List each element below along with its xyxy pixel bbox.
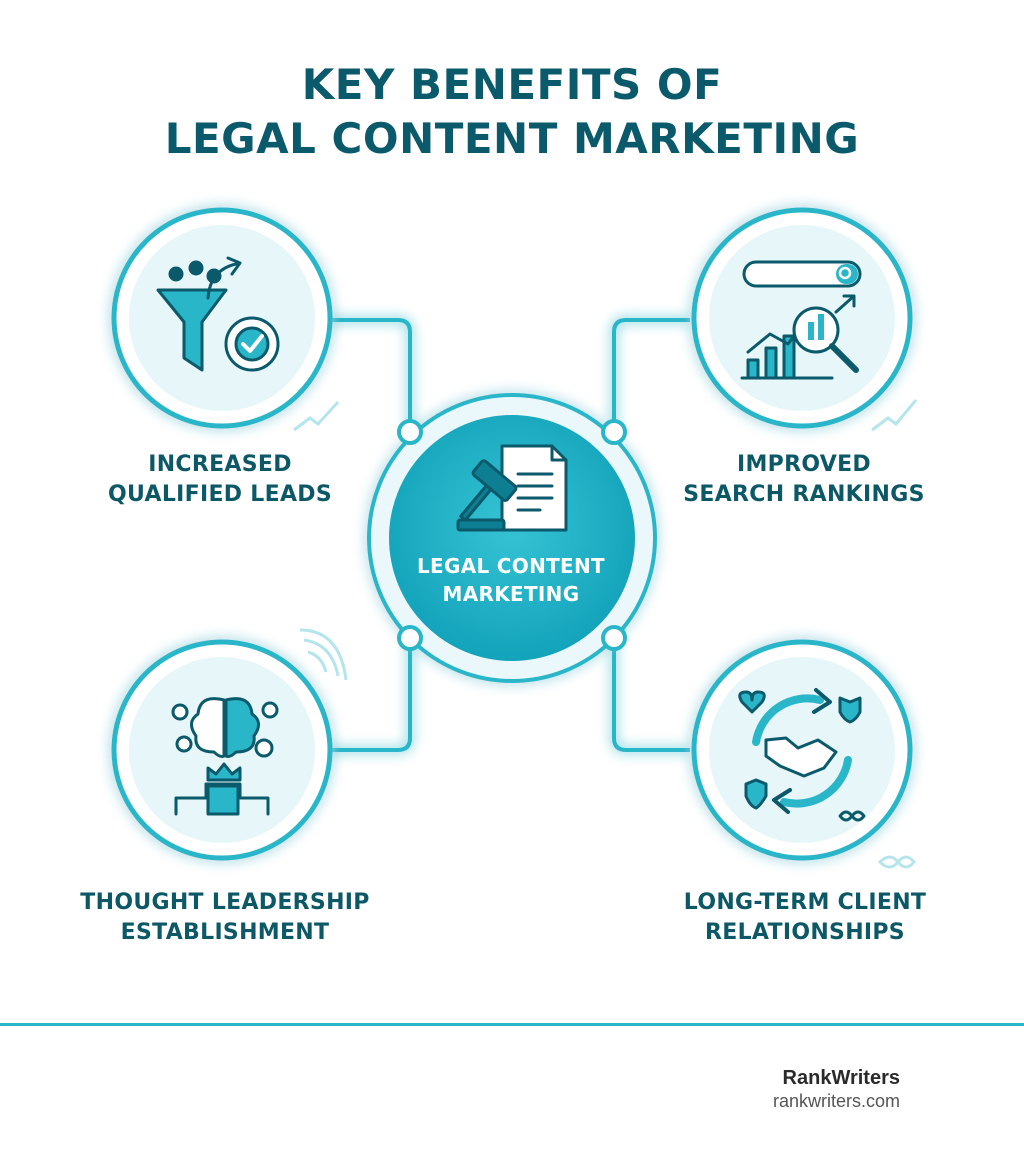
connector-bottom-left: [325, 638, 412, 752]
connector-top-right: [612, 318, 690, 432]
footer-divider: [0, 1023, 1024, 1026]
benefit-label-search-rankings: IMPROVED SEARCH RANKINGS: [654, 450, 954, 510]
infinity-icon: [877, 855, 916, 869]
connector-bottom-right: [612, 638, 690, 752]
funnel-target-icon: [156, 256, 280, 372]
search-chart-icon: [740, 260, 862, 380]
handshake-cycle-icon: [738, 688, 866, 822]
title-line-2: LEGAL CONTENT MARKETING: [164, 114, 860, 163]
hub-label-line-1: LEGAL CONTENT: [416, 554, 605, 578]
trend-arrow-icon: [293, 400, 340, 432]
benefit-label-line: ESTABLISHMENT: [120, 920, 330, 945]
benefit-label-line: THOUGHT LEADERSHIP: [80, 890, 370, 915]
hub-label: LEGAL CONTENT MARKETING: [380, 552, 642, 608]
benefit-label-line: SEARCH RANKINGS: [683, 482, 925, 507]
junction-dot: [397, 625, 423, 651]
node-thought-leadership: [111, 628, 348, 861]
brand-name: RankWriters: [782, 1067, 900, 1089]
page-title: KEY BENEFITS OF LEGAL CONTENT MARKETING: [0, 58, 1024, 166]
node-client-relationships: [691, 639, 916, 869]
brain-crown-icon: [171, 697, 279, 816]
hub-node: [367, 393, 657, 683]
junction-dot: [601, 625, 627, 651]
benefit-label-line: RELATIONSHIPS: [705, 920, 905, 945]
trend-arrow-icon: [871, 399, 918, 432]
brand-block: RankWriters rankwriters.com: [773, 1066, 900, 1112]
benefit-label-line: IMPROVED: [737, 452, 871, 477]
benefit-label-qualified-leads: INCREASED QUALIFIED LEADS: [70, 450, 370, 510]
connector-top-left: [325, 318, 412, 432]
junction-dot: [601, 419, 627, 445]
benefit-label-line: QUALIFIED LEADS: [108, 482, 332, 507]
connector-lines: [325, 318, 690, 752]
node-search-rankings: [691, 207, 918, 432]
junction-dot: [397, 419, 423, 445]
benefit-label-line: LONG-TERM CLIENT: [683, 890, 927, 915]
gavel-document-icon: [456, 444, 568, 532]
benefit-label-line: INCREASED: [148, 452, 292, 477]
signal-waves-icon: [299, 628, 348, 681]
node-qualified-leads: [111, 207, 340, 432]
benefit-label-thought-leadership: THOUGHT LEADERSHIP ESTABLISHMENT: [40, 888, 410, 948]
title-line-1: KEY BENEFITS OF: [301, 60, 723, 109]
brand-url[interactable]: rankwriters.com: [772, 1091, 900, 1111]
hub-label-line-2: MARKETING: [442, 582, 580, 606]
benefit-label-client-relationships: LONG-TERM CLIENT RELATIONSHIPS: [630, 888, 980, 948]
